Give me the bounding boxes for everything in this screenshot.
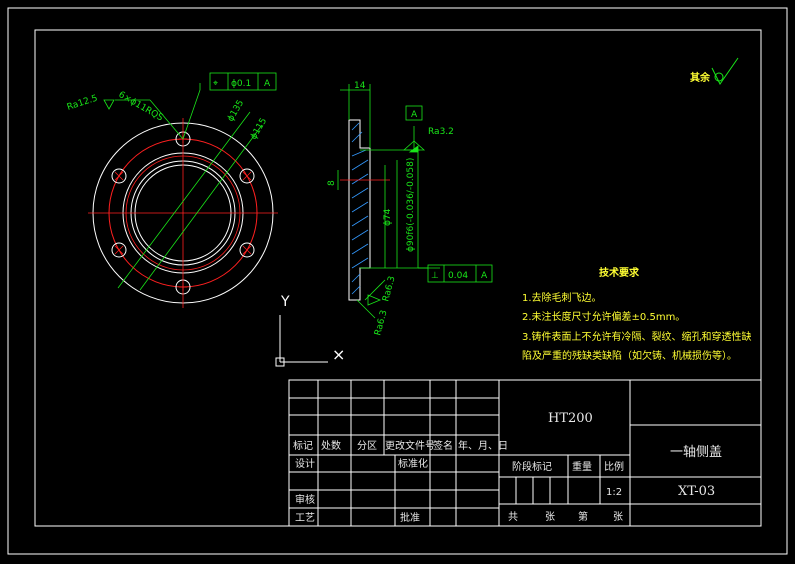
perpendicularity-frame: ⊥ 0.04 A: [427, 264, 493, 283]
ucs-x-label: ×: [332, 345, 345, 364]
bolt-holes: [111, 131, 255, 295]
row-label-date: 年、月、日: [458, 439, 508, 452]
label-review: 审核: [295, 493, 315, 506]
title-block: [288, 379, 762, 527]
roughness-bottom-1: Ra6.3: [381, 275, 397, 303]
tech-requirements: 技术要求 1.去除毛刺飞边。 2.未注长度尺寸允许偏差±0.5mm。 3.铸件表…: [522, 266, 752, 362]
bolt-hole: [239, 242, 255, 258]
tech-item-4: 陷及严重的残缺类缺陷（如欠铸、机械损伤等）。: [522, 349, 737, 362]
roughness-label-left: Ra12.5: [66, 94, 99, 113]
svg-text:⊥: ⊥: [431, 271, 439, 281]
dim-dia-90f6: ϕ90f6(-0.036/-0.058): [406, 158, 416, 252]
tech-item-3: 3.铸件表面上不允许有冷隔、裂纹、缩孔和穿透性缺: [522, 330, 752, 343]
title-block-text: HT200 一轴侧盖 XT-03 1:2 比例 重量 阶段标记 标记 处数 分区…: [293, 411, 722, 524]
tech-title: 技术要求: [599, 266, 640, 279]
label-design: 设计: [295, 457, 315, 470]
roughness-top: Ra3.2: [428, 127, 454, 137]
material: HT200: [548, 411, 593, 426]
position-symbol: ⌖: [213, 79, 218, 89]
part-name: 一轴侧盖: [670, 445, 722, 460]
dim-dia-135: ϕ135: [226, 98, 246, 123]
front-view: Ra12.5 6×ϕ11RQS ⌖ ϕ0.1 A ϕ135 ϕ115: [66, 72, 278, 308]
row-label-change: 更改文件号: [385, 439, 435, 452]
bolt-hole: [111, 168, 127, 184]
svg-text:0.04: 0.04: [448, 271, 468, 281]
datum-box-a: A: [405, 105, 423, 121]
row-label-mark: 标记: [293, 440, 313, 452]
bolt-hole: [111, 242, 127, 258]
holes-callout: 6×ϕ11RQS: [117, 90, 165, 124]
row-label-sign: 签名: [433, 439, 453, 452]
roughness-bottom-2: Ra6.3: [373, 309, 389, 337]
outer-frame: [7, 7, 788, 555]
dim-8: 8: [327, 180, 337, 186]
dim-dia-74: ϕ74: [383, 208, 393, 226]
sheets-page: 第: [578, 510, 588, 523]
ucs-icon: Y ×: [275, 294, 345, 367]
label-approve: 批准: [400, 511, 420, 524]
svg-text:A: A: [481, 271, 488, 281]
weight-label: 重量: [572, 460, 592, 473]
section-view: 14 A Ra3.2 8 ϕ74 ϕ90f6(-0.036/-0.058) Ra…: [327, 81, 493, 337]
label-process: 工艺: [295, 512, 315, 524]
surface-note: 其余: [690, 57, 739, 85]
dim-14: 14: [354, 81, 366, 91]
row-label-count: 处数: [321, 439, 341, 452]
bolt-hole: [239, 168, 255, 184]
drawing-number: XT-03: [678, 484, 715, 499]
tech-item-2: 2.未注长度尺寸允许偏差±0.5mm。: [522, 310, 685, 323]
tech-item-1: 1.去除毛刺飞边。: [522, 291, 602, 304]
row-label-zone: 分区: [357, 440, 377, 452]
position-value: ϕ0.1: [231, 79, 251, 89]
svg-text:A: A: [411, 110, 418, 120]
stage-label: 阶段标记: [512, 460, 552, 473]
scale-label: 比例: [604, 460, 624, 473]
sheets-total: 共: [508, 511, 518, 523]
section-outline: [348, 119, 371, 301]
position-datum: A: [264, 79, 271, 89]
sheets-sheet: 张: [545, 511, 555, 523]
sheets-page-unit: 张: [613, 511, 623, 523]
ucs-y-label: Y: [280, 294, 290, 310]
surface-note-label: 其余: [690, 71, 711, 84]
position-tolerance-frame: ⌖ ϕ0.1 A: [209, 72, 277, 91]
scale-value: 1:2: [606, 487, 622, 498]
dim-dia-115: ϕ115: [249, 116, 269, 141]
section-hatch: [351, 122, 369, 295]
label-standardize: 标准化: [398, 457, 428, 470]
